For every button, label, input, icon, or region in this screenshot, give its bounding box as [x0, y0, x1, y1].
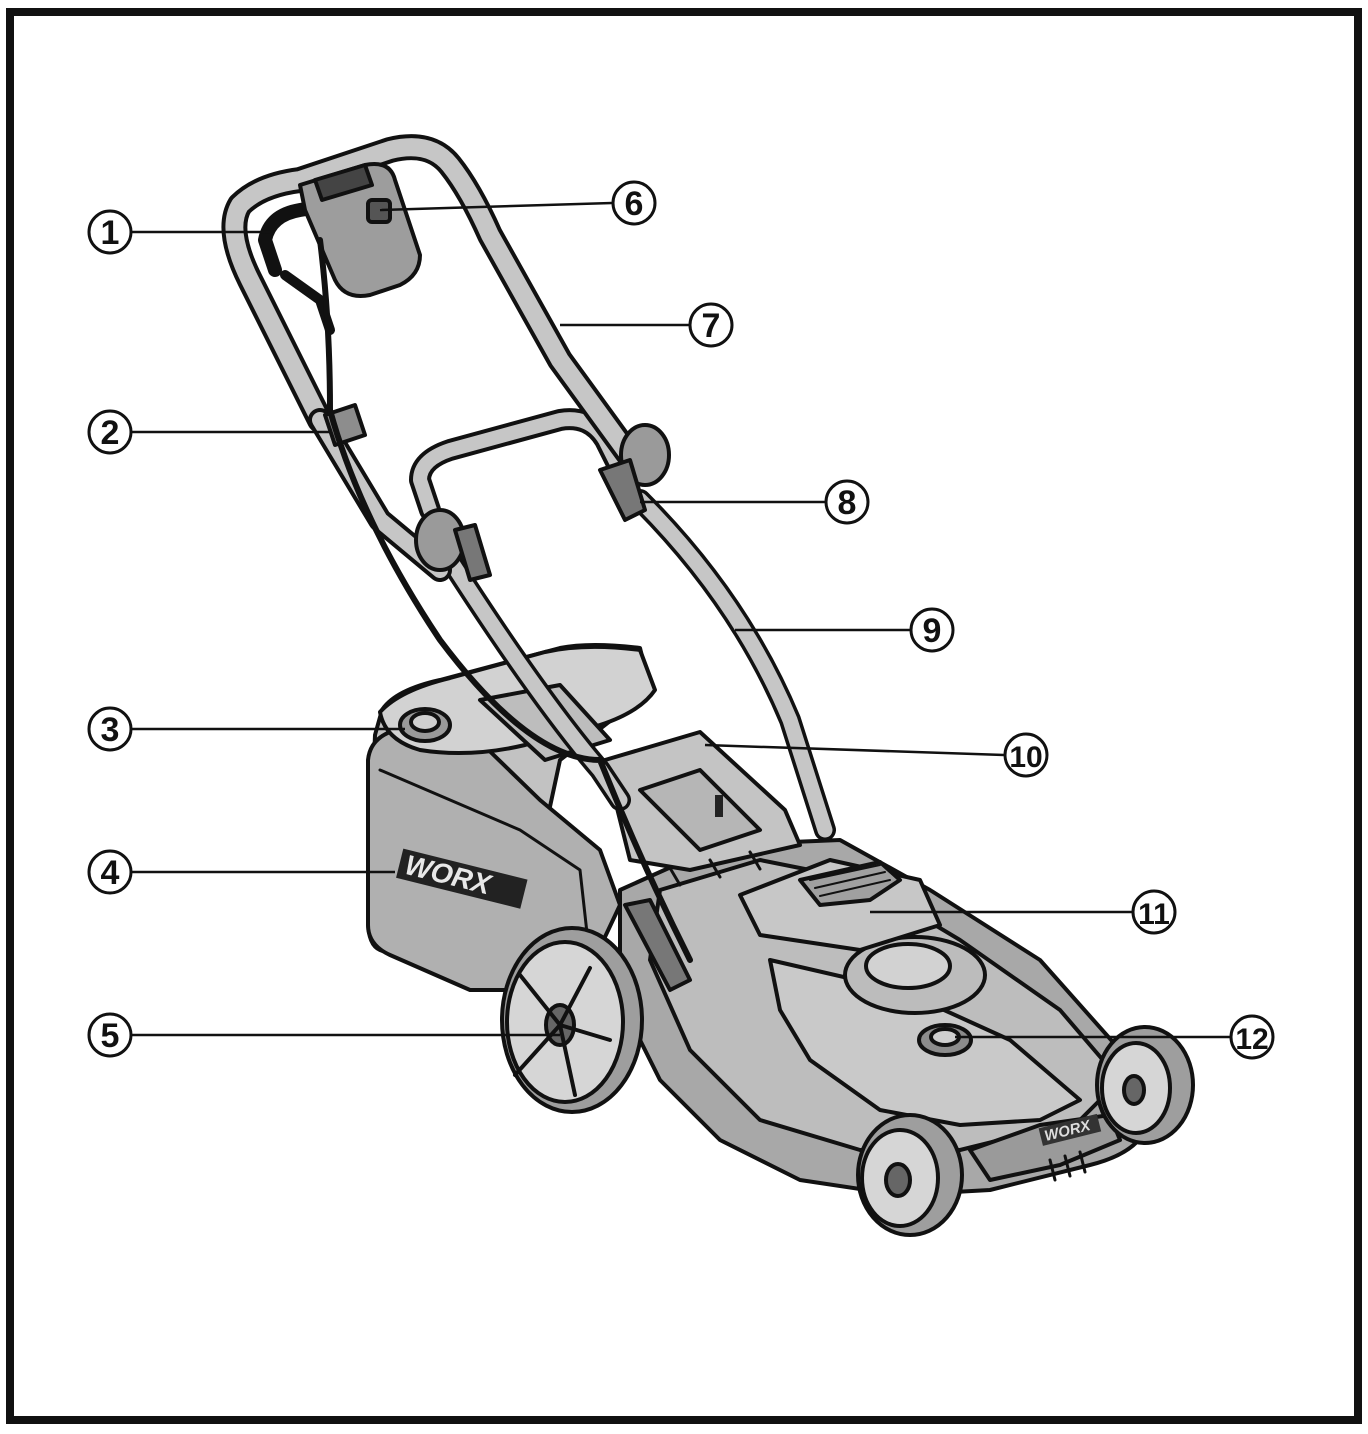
callout-12: 12 [1229, 1014, 1275, 1060]
height-lever [623, 898, 692, 992]
switch-box [298, 162, 422, 298]
callout-5-label: 5 [101, 1017, 120, 1055]
callout-1-label: 1 [101, 214, 120, 252]
quick-release-left [414, 508, 492, 582]
callout-3: 3 [87, 706, 133, 752]
callout-4-label: 4 [101, 854, 120, 892]
callout-6: 6 [611, 180, 657, 226]
callout-3-label: 3 [101, 711, 120, 749]
callout-9-label: 9 [923, 612, 942, 650]
switch-lever [258, 198, 337, 277]
callout-10-label: 10 [1009, 741, 1042, 774]
callouts: 1 2 3 4 5 6 7 8 9 10 11 12 [87, 180, 1275, 1060]
callout-8: 8 [824, 479, 870, 525]
mower-illustration: WORX WORX [221, 134, 1195, 1237]
front-wheel-left [856, 1113, 964, 1237]
callout-12-label: 12 [1235, 1023, 1268, 1056]
leader-10 [704, 743, 1005, 757]
callout-9: 9 [909, 607, 955, 653]
callout-2-label: 2 [101, 414, 120, 452]
callout-10: 10 [1003, 732, 1049, 778]
callout-5: 5 [87, 1012, 133, 1058]
callout-4: 4 [87, 849, 133, 895]
callout-7: 7 [688, 302, 734, 348]
border-frame [6, 8, 1362, 1424]
grass-bag: WORX [366, 643, 657, 992]
battery-compartment [738, 858, 942, 952]
callout-2: 2 [87, 409, 133, 455]
callout-7-label: 7 [702, 307, 721, 345]
rear-flap [603, 730, 802, 887]
callout-6-label: 6 [625, 185, 644, 223]
callout-8-label: 8 [838, 484, 857, 522]
quick-release-right [598, 423, 671, 522]
leader-lines [131, 201, 1230, 1039]
callout-11: 11 [1131, 889, 1177, 935]
start-button [366, 198, 392, 224]
callout-1: 1 [87, 209, 133, 255]
leader-6 [379, 201, 613, 212]
rear-wheel [500, 926, 644, 1114]
front-wheel-right [1095, 1025, 1195, 1145]
callout-11-label: 11 [1138, 898, 1170, 931]
power-cable [317, 237, 693, 963]
